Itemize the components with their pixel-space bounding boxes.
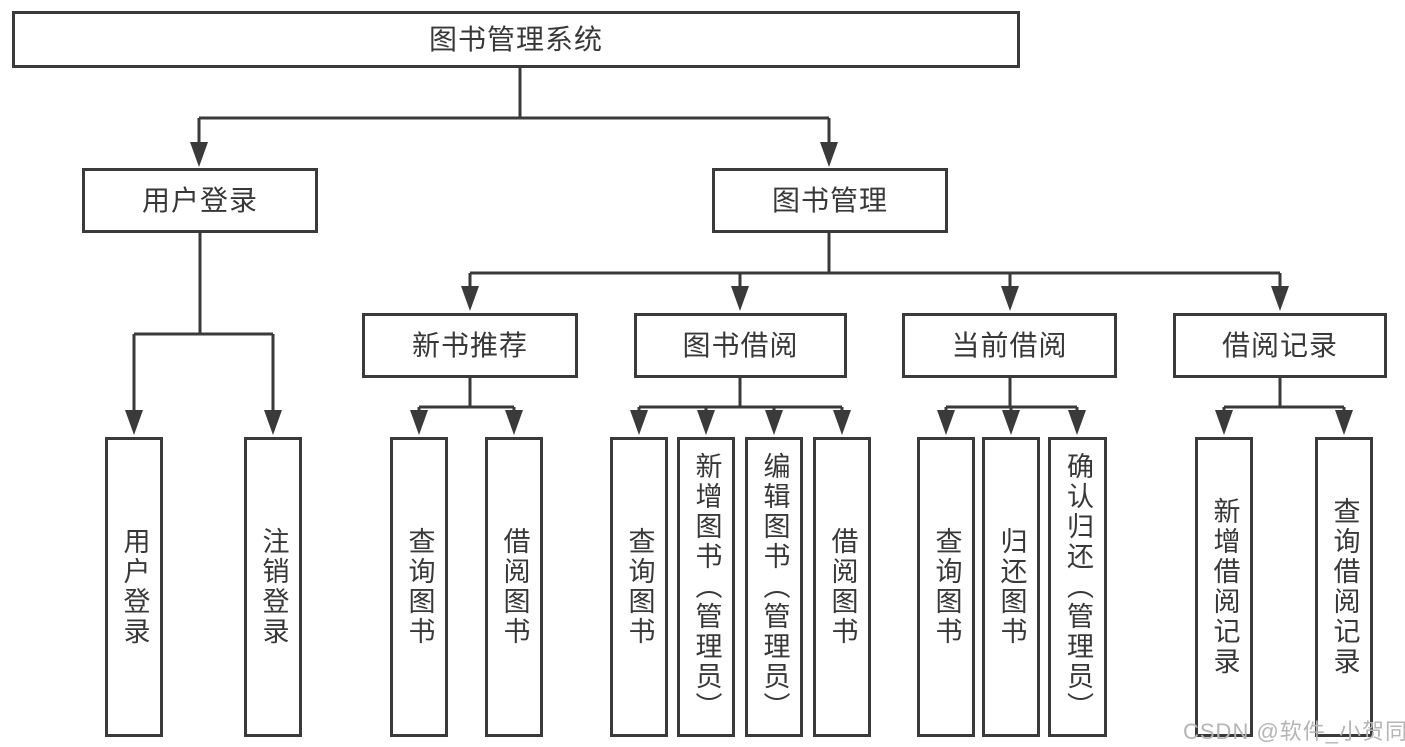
leaf-search-book-1: 查询图书	[390, 437, 448, 737]
node-borrow-records: 借阅记录	[1173, 313, 1387, 378]
connector-bookborrow-to-leaves	[637, 378, 844, 412]
node-user-login: 用户登录	[82, 168, 318, 233]
arrowhead	[190, 142, 208, 167]
connector-bookmgmt-to-level3	[468, 233, 1282, 288]
leaf-logout: 注销登录	[244, 437, 302, 737]
leaf-add-borrow-record: 新增借阅记录	[1195, 437, 1253, 737]
leaf-add-book-admin: 新增图书（管理员）	[677, 437, 735, 737]
arrowhead	[697, 410, 715, 435]
arrowhead	[731, 286, 749, 311]
connector-root-to-level2	[197, 68, 831, 143]
leaf-search-book-3: 查询图书	[917, 437, 975, 737]
arrowhead	[1001, 286, 1019, 311]
arrowhead	[461, 286, 479, 311]
connector-userlogin-to-leaves	[132, 233, 275, 410]
leaf-search-book-2: 查询图书	[610, 437, 668, 737]
leaf-search-borrow-record: 查询借阅记录	[1315, 437, 1373, 737]
arrowhead	[505, 410, 523, 435]
arrowhead	[820, 142, 838, 167]
arrowhead	[1335, 410, 1353, 435]
leaf-user-login: 用户登录	[105, 437, 163, 737]
node-new-book-recommend: 新书推荐	[362, 313, 578, 378]
leaf-return-book: 归还图书	[982, 437, 1040, 737]
csdn-watermark: CSDN @软件_小贺同学	[1183, 719, 1405, 744]
arrowhead	[937, 410, 955, 435]
arrowhead	[125, 410, 143, 435]
connector-currentborrow-to-leaves	[944, 378, 1079, 412]
leaf-borrow-book-1: 借阅图书	[485, 437, 543, 737]
node-root: 图书管理系统	[12, 11, 1020, 68]
node-current-borrow: 当前借阅	[902, 313, 1117, 378]
leaf-edit-book-admin: 编辑图书（管理员）	[745, 437, 803, 737]
node-book-management: 图书管理	[712, 168, 948, 233]
connector-newbook-to-leaves	[417, 378, 516, 412]
arrowhead	[410, 410, 428, 435]
arrowhead	[765, 410, 783, 435]
arrowhead	[833, 410, 851, 435]
connector-borrowrecord-to-leaves	[1222, 378, 1346, 412]
arrowhead	[1215, 410, 1233, 435]
arrowhead	[1271, 286, 1289, 311]
arrowhead	[630, 410, 648, 435]
arrowhead	[264, 410, 282, 435]
arrowhead	[1002, 410, 1020, 435]
node-book-borrow: 图书借阅	[634, 313, 847, 378]
arrowhead	[1068, 410, 1086, 435]
leaf-confirm-return-admin: 确认归还（管理员）	[1048, 437, 1107, 737]
leaf-borrow-book-2: 借阅图书	[813, 437, 871, 737]
